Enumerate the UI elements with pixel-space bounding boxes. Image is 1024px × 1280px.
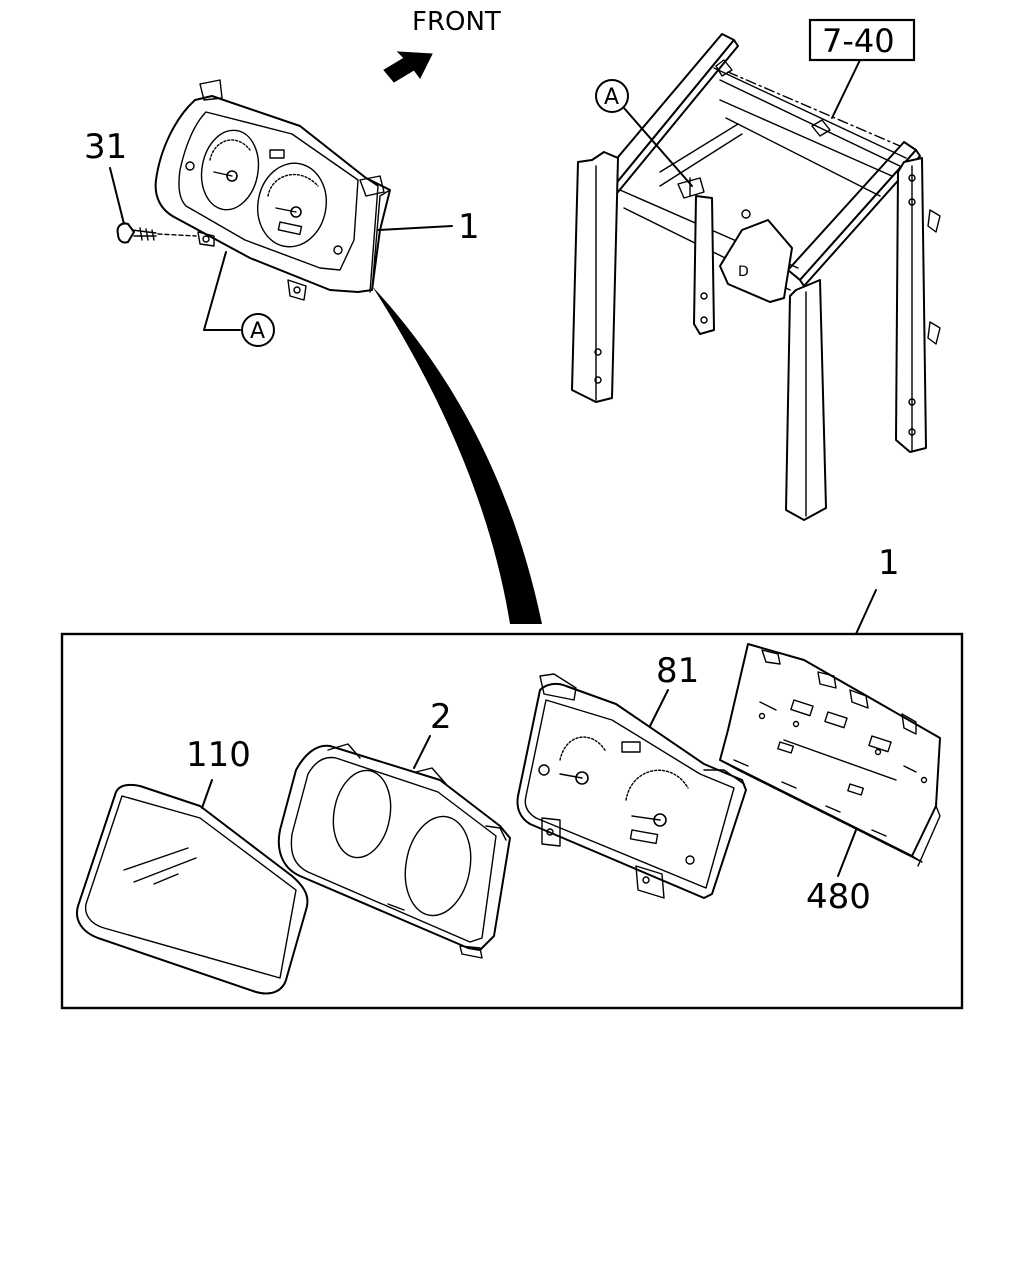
circuit-board-part-number: 480: [806, 877, 871, 917]
cluster-assembly-number: 1: [458, 207, 480, 247]
front-arrow-icon: [383, 51, 433, 83]
cluster-assembly-callout[interactable]: 1: [377, 207, 480, 247]
callout-a-letter: A: [250, 319, 265, 344]
bezel-part[interactable]: 2: [277, 697, 511, 959]
front-label: FRONT: [412, 7, 501, 37]
mount-point-a-callout-frame[interactable]: A: [595, 79, 693, 187]
svg-text:D: D: [738, 264, 749, 280]
screw-icon: [116, 222, 135, 244]
bezel-part-number: 2: [430, 697, 452, 737]
exploded-view-arrow: [372, 286, 542, 624]
installed-cluster-assembly: [154, 79, 391, 301]
callout-a-frame-letter: A: [604, 85, 619, 110]
front-direction-indicator: FRONT: [383, 7, 501, 83]
reference-label: 7-40: [822, 22, 895, 60]
screw-part[interactable]: 31: [84, 127, 197, 244]
cluster-assembly-exploded-number: 1: [878, 543, 900, 583]
exploded-view-frame: [60, 632, 964, 1010]
reference-frame: [808, 18, 916, 62]
meter-face-part-number: 81: [656, 651, 699, 691]
lens-part[interactable]: 110: [76, 735, 309, 995]
exploded-view-panel: [60, 632, 964, 1010]
lens-part-number: 110: [186, 735, 251, 775]
reference-box[interactable]: 7-40: [808, 18, 916, 119]
lens-shape: [76, 783, 309, 995]
circuit-board-part[interactable]: 480: [719, 643, 941, 917]
screw-part-number: 31: [84, 127, 127, 167]
callout-a-circle-icon: [241, 313, 275, 347]
dash-support-frame: D: [571, 33, 941, 521]
cluster-assembly-exploded-callout[interactable]: 1: [855, 543, 900, 635]
meter-face-part[interactable]: 81: [516, 651, 747, 899]
mount-point-a-callout[interactable]: A: [203, 251, 275, 347]
callout-a-frame-circle-icon: [595, 79, 629, 113]
